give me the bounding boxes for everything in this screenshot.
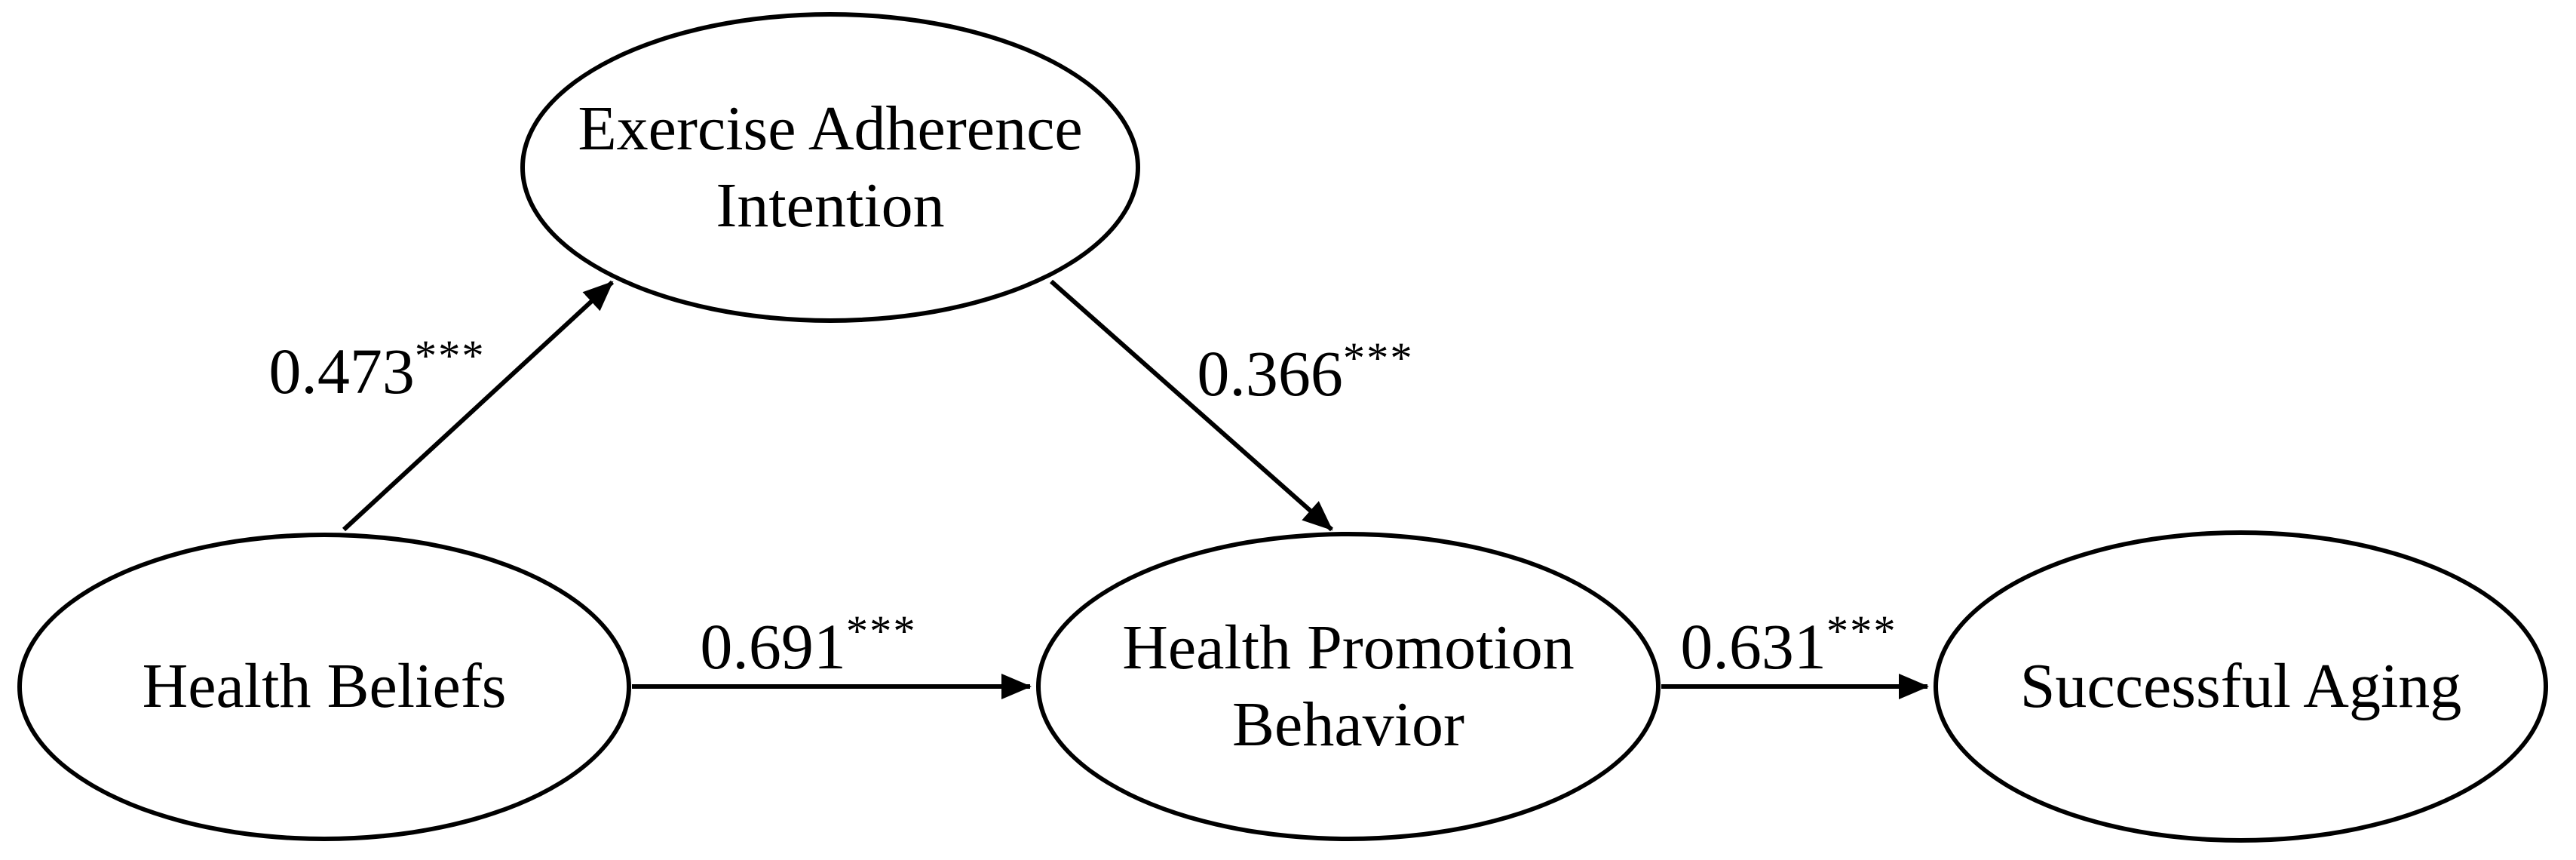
node-successful-aging: Successful Aging — [1934, 530, 2548, 843]
node-label-line: Health Promotion — [1122, 612, 1575, 683]
node-health-promotion-behavior: Health Promotion Behavior — [1036, 532, 1661, 841]
significance-stars: *** — [414, 331, 486, 381]
node-label: Health Beliefs — [143, 648, 507, 725]
path-coefficient-health-beliefs-to-health-promotion-behavior: 0.691*** — [700, 606, 916, 684]
node-label: Successful Aging — [2020, 648, 2462, 725]
path-coefficient-health-beliefs-to-exercise-adherence-intention: 0.473*** — [268, 330, 485, 409]
node-label-line: Exercise Adherence — [578, 93, 1083, 164]
node-exercise-adherence-intention: Exercise Adherence Intention — [520, 12, 1140, 323]
node-label-line: Intention — [716, 170, 945, 241]
arrow-health-beliefs-to-exercise-adherence-intention — [342, 280, 615, 532]
significance-stars: *** — [1826, 607, 1897, 656]
significance-stars: *** — [845, 607, 917, 656]
coefficient-value: 0.473 — [268, 334, 415, 407]
node-label-line: Behavior — [1232, 690, 1464, 760]
significance-stars: *** — [1342, 333, 1414, 383]
node-health-beliefs: Health Beliefs — [17, 533, 631, 841]
coefficient-value: 0.366 — [1197, 336, 1343, 410]
path-coefficient-health-promotion-behavior-to-successful-aging: 0.631*** — [1680, 606, 1897, 684]
arrow-exercise-adherence-intention-to-health-promotion-behavior — [1050, 279, 1333, 532]
node-label: Health Promotion Behavior — [1122, 610, 1575, 764]
node-label-line: Successful Aging — [2019, 650, 2462, 721]
coefficient-value: 0.691 — [700, 610, 846, 683]
node-label-line: Health Beliefs — [142, 651, 507, 722]
coefficient-value: 0.631 — [1680, 610, 1826, 683]
node-label: Exercise Adherence Intention — [578, 91, 1082, 245]
path-coefficient-exercise-adherence-intention-to-health-promotion-behavior: 0.366*** — [1197, 333, 1413, 411]
